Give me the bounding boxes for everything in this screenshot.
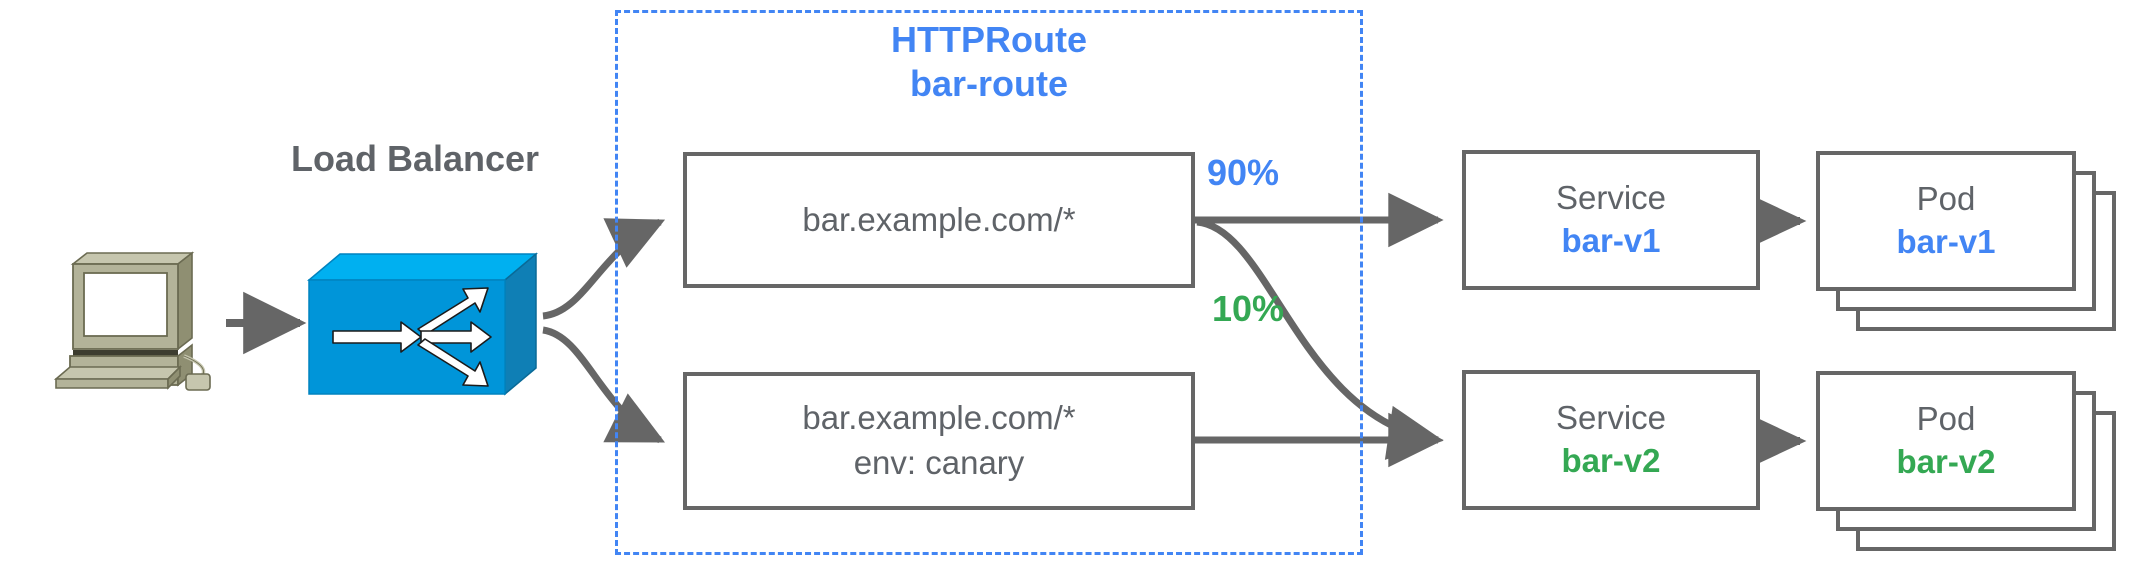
httproute-group-boundary (615, 10, 1363, 555)
route-match-canary-line-1: bar.example.com/* (802, 399, 1076, 437)
service-box-bar-v2[interactable]: Service bar-v2 (1462, 370, 1760, 510)
arrow-match-primary-to-service-v2 (1196, 218, 1444, 460)
service-kind-label-v2: Service (1555, 399, 1667, 437)
httproute-kind-label: HTTPRoute (891, 19, 1087, 60)
pod-name-label-v1: bar-v1 (1896, 223, 1996, 260)
route-match-primary-line-1: bar.example.com/* (802, 200, 1076, 238)
pod-kind-label-v1: Pod (1916, 180, 1976, 218)
httproute-group-title: HTTPRoute bar-route (615, 18, 1363, 106)
pod-stack-bar-v1[interactable]: Pod bar-v1 (1816, 151, 2116, 331)
pod-name-label-v2: bar-v2 (1896, 443, 1996, 480)
traffic-weight-canary: 10% (1212, 288, 1285, 329)
pod-box-bar-v1[interactable]: Pod bar-v1 (1816, 151, 2076, 291)
service-name-label-v1: bar-v1 (1561, 222, 1661, 259)
pod-kind-label-v2: Pod (1916, 400, 1976, 438)
route-match-canary-line-2: env: canary (853, 444, 1025, 481)
pod-stack-bar-v2[interactable]: Pod bar-v2 (1816, 371, 2116, 551)
route-match-box-primary[interactable]: bar.example.com/* (683, 152, 1195, 288)
pod-box-bar-v2[interactable]: Pod bar-v2 (1816, 371, 2076, 511)
httproute-name-label: bar-route (909, 62, 1068, 104)
load-balancer-label: Load Balancer (290, 138, 540, 179)
network-switch-icon (306, 252, 539, 396)
arrow-loadbalancer-to-match-canary (542, 326, 666, 444)
route-match-box-canary[interactable]: bar.example.com/* env: canary (683, 372, 1195, 510)
computer-icon (53, 251, 211, 391)
arrow-loadbalancer-to-match-primary (542, 218, 666, 320)
traffic-weight-primary: 90% (1207, 152, 1280, 193)
service-kind-label-v1: Service (1555, 179, 1667, 217)
service-box-bar-v1[interactable]: Service bar-v1 (1462, 150, 1760, 290)
service-name-label-v2: bar-v2 (1561, 442, 1661, 479)
